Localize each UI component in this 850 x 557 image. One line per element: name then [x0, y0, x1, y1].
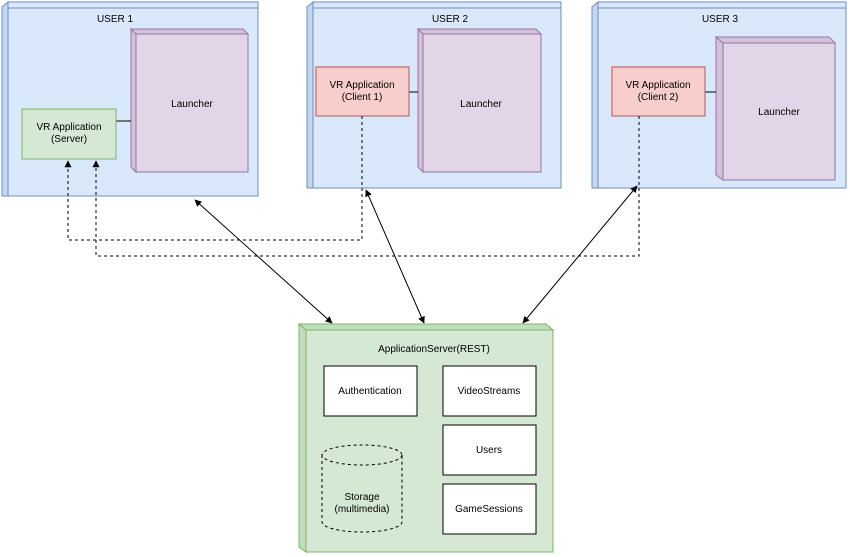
authentication-component[interactable]: Authentication [323, 365, 418, 417]
authentication-label: Authentication [338, 386, 401, 397]
user1-app-line1: VR Application [36, 122, 101, 133]
user2-app-line2: (Client 1) [342, 92, 383, 103]
server-title: ApplicationServer(REST) [378, 344, 490, 355]
gamesessions-label: GameSessions [455, 504, 523, 515]
storage-cylinder[interactable]: Storage (multimedia) [321, 444, 403, 533]
videostreams-label: VideoStreams [458, 386, 521, 397]
users-label: Users [476, 445, 502, 456]
user2-app-line1: VR Application [329, 80, 394, 91]
storage-line1: Storage [344, 492, 379, 503]
user2-title: USER 2 [432, 14, 469, 25]
link-user2-server [365, 189, 425, 324]
user1-title: USER 1 [97, 14, 134, 25]
user3-vr-app-client2[interactable]: VR Application (Client 2) [611, 66, 706, 117]
user1-launcher[interactable]: Launcher [129, 27, 250, 174]
videostreams-component[interactable]: VideoStreams [442, 365, 537, 417]
user1-vr-app-server[interactable]: VR Application (Server) [21, 108, 117, 160]
user3-launcher-label: Launcher [758, 107, 800, 118]
user3-launcher[interactable]: Launcher [714, 35, 837, 181]
users-component[interactable]: Users [442, 424, 537, 476]
link-user3-server [522, 185, 638, 324]
user3-app-line1: VR Application [625, 80, 690, 91]
user1-launcher-label: Launcher [171, 99, 213, 110]
user1-app-line2: (Server) [51, 134, 87, 145]
user2-launcher[interactable]: Launcher [416, 27, 543, 174]
user3-title: USER 3 [702, 14, 739, 25]
user2-vr-app-client1[interactable]: VR Application (Client 1) [315, 66, 410, 117]
gamesessions-component[interactable]: GameSessions [442, 483, 537, 535]
user3-app-line2: (Client 2) [638, 92, 679, 103]
link-user1-server [194, 199, 333, 324]
user2-launcher-label: Launcher [460, 99, 502, 110]
storage-line2: (multimedia) [334, 504, 389, 515]
